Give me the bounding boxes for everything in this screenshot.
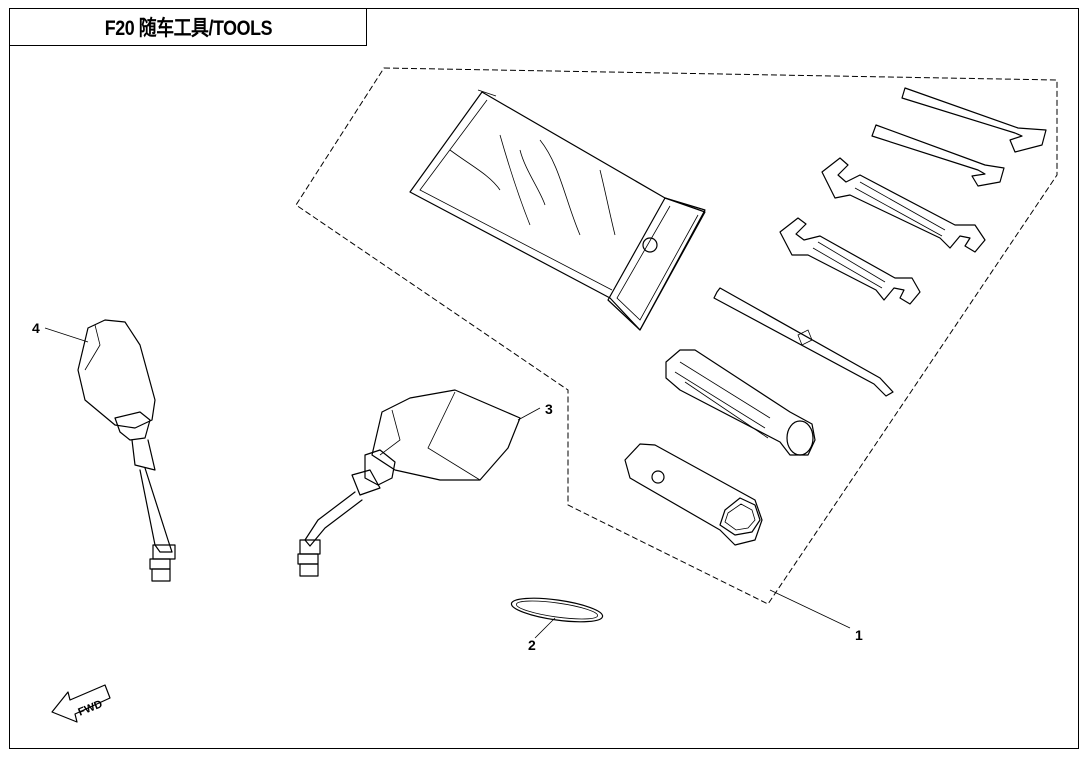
fwd-label: FWD [76,698,104,719]
leader-line-1 [769,589,851,629]
spark-plug-socket [624,443,763,546]
title-box: F20 随车工具/TOOLS [9,8,367,46]
callout-1: 1 [855,627,863,643]
tool-kit-boundary [295,67,1058,605]
hex-key-large [901,87,1047,153]
leader-line-4 [44,327,89,343]
callout-4: 4 [32,320,40,336]
mirror-left [77,319,176,582]
diagram-title: F20 随车工具/TOOLS [104,17,272,40]
tool-pouch [409,89,706,331]
diagram-border [9,8,1079,749]
leader-line-3 [517,407,541,421]
leader-line-2 [534,617,556,639]
hex-key-small [871,124,1005,187]
fwd-arrow-icon: FWD [51,684,111,723]
screwdriver-shaft [713,287,894,397]
callout-2: 2 [528,637,536,653]
callout-3: 3 [545,401,553,417]
screwdriver-handle [665,349,816,456]
wrench-lower [779,217,921,305]
o-ring [510,597,604,623]
mirror-right [297,389,521,577]
wrench-upper [821,157,986,253]
